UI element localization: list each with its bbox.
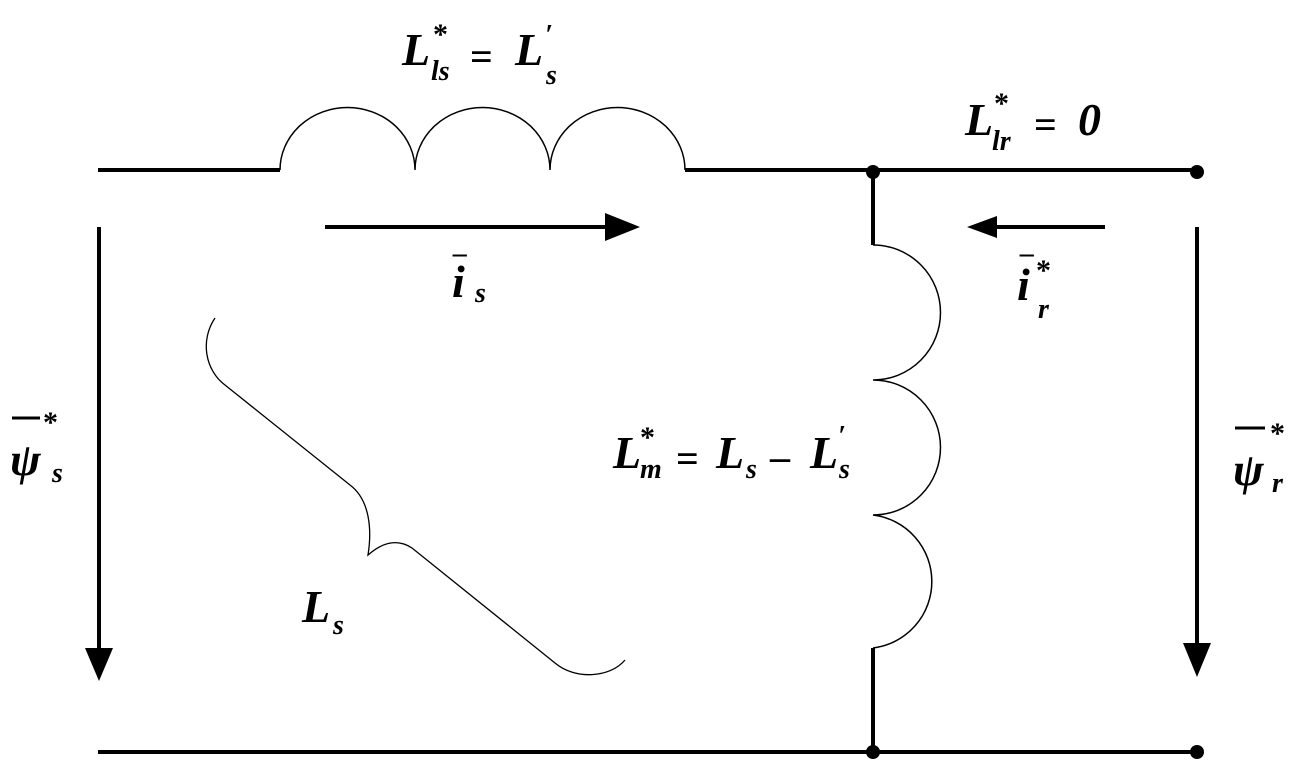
series-inductor-coil bbox=[279, 106, 686, 171]
svg-text:–: – bbox=[1019, 238, 1034, 269]
svg-text:*: * bbox=[640, 421, 655, 454]
label-is: – i s bbox=[452, 238, 486, 309]
svg-text:i: i bbox=[1017, 259, 1030, 310]
svg-text:L: L bbox=[715, 427, 744, 478]
ls-brace bbox=[205, 317, 626, 676]
svg-text:*: * bbox=[994, 87, 1009, 120]
svg-text:=: = bbox=[470, 34, 493, 79]
ir-arrow-head bbox=[967, 216, 997, 238]
svg-text:s: s bbox=[545, 60, 557, 91]
label-psi-r-star: * ψ r bbox=[1233, 417, 1285, 499]
svg-text:m: m bbox=[640, 454, 662, 485]
svg-text:–: – bbox=[769, 434, 791, 479]
svg-text:′: ′ bbox=[545, 20, 553, 51]
label-lls-equals-ls-prime: L ls * = L s ′ bbox=[401, 18, 557, 91]
svg-text:=: = bbox=[1034, 102, 1057, 147]
svg-text:i: i bbox=[452, 256, 465, 307]
junction-bottom bbox=[866, 745, 880, 759]
magnetizing-inductor-coil bbox=[872, 244, 942, 649]
label-ir-star: – i * r bbox=[1017, 238, 1051, 325]
svg-text:s: s bbox=[332, 610, 344, 641]
svg-text:s: s bbox=[51, 458, 63, 489]
svg-text:′: ′ bbox=[838, 421, 846, 452]
label-llr-equals-zero: L lr * = 0 bbox=[964, 87, 1101, 157]
psi-r-arrow-head bbox=[1183, 643, 1211, 677]
svg-text:L: L bbox=[809, 427, 838, 478]
svg-text:0: 0 bbox=[1078, 94, 1101, 145]
label-psi-s-star: * ψ s bbox=[10, 406, 63, 489]
svg-text:*: * bbox=[1270, 417, 1285, 450]
svg-text:s: s bbox=[474, 278, 486, 309]
svg-text:=: = bbox=[676, 436, 699, 481]
svg-text:*: * bbox=[43, 406, 58, 439]
svg-text:L: L bbox=[514, 24, 543, 75]
svg-text:ψ: ψ bbox=[1233, 444, 1265, 495]
svg-text:L: L bbox=[401, 24, 430, 75]
svg-text:s: s bbox=[838, 454, 850, 485]
label-lm-equals-ls-minus-ls-prime: L m * = L s – L s ′ bbox=[612, 421, 850, 485]
svg-text:s: s bbox=[745, 454, 757, 485]
label-ls: L s bbox=[301, 581, 344, 641]
terminal-bottom-right bbox=[1190, 745, 1204, 759]
junction-top bbox=[866, 165, 880, 179]
terminal-top-right bbox=[1190, 165, 1204, 179]
svg-text:L: L bbox=[612, 427, 641, 478]
psi-s-arrow-head bbox=[85, 648, 113, 681]
svg-text:r: r bbox=[1038, 294, 1050, 325]
svg-text:L: L bbox=[301, 581, 330, 632]
svg-text:*: * bbox=[433, 18, 448, 51]
svg-text:–: – bbox=[452, 238, 467, 269]
svg-text:L: L bbox=[964, 94, 993, 145]
svg-text:lr: lr bbox=[992, 126, 1012, 157]
is-arrow-head bbox=[605, 213, 640, 241]
svg-text:r: r bbox=[1272, 468, 1284, 499]
svg-text:ψ: ψ bbox=[10, 434, 42, 485]
svg-text:*: * bbox=[1036, 254, 1051, 287]
svg-text:ls: ls bbox=[431, 56, 450, 87]
